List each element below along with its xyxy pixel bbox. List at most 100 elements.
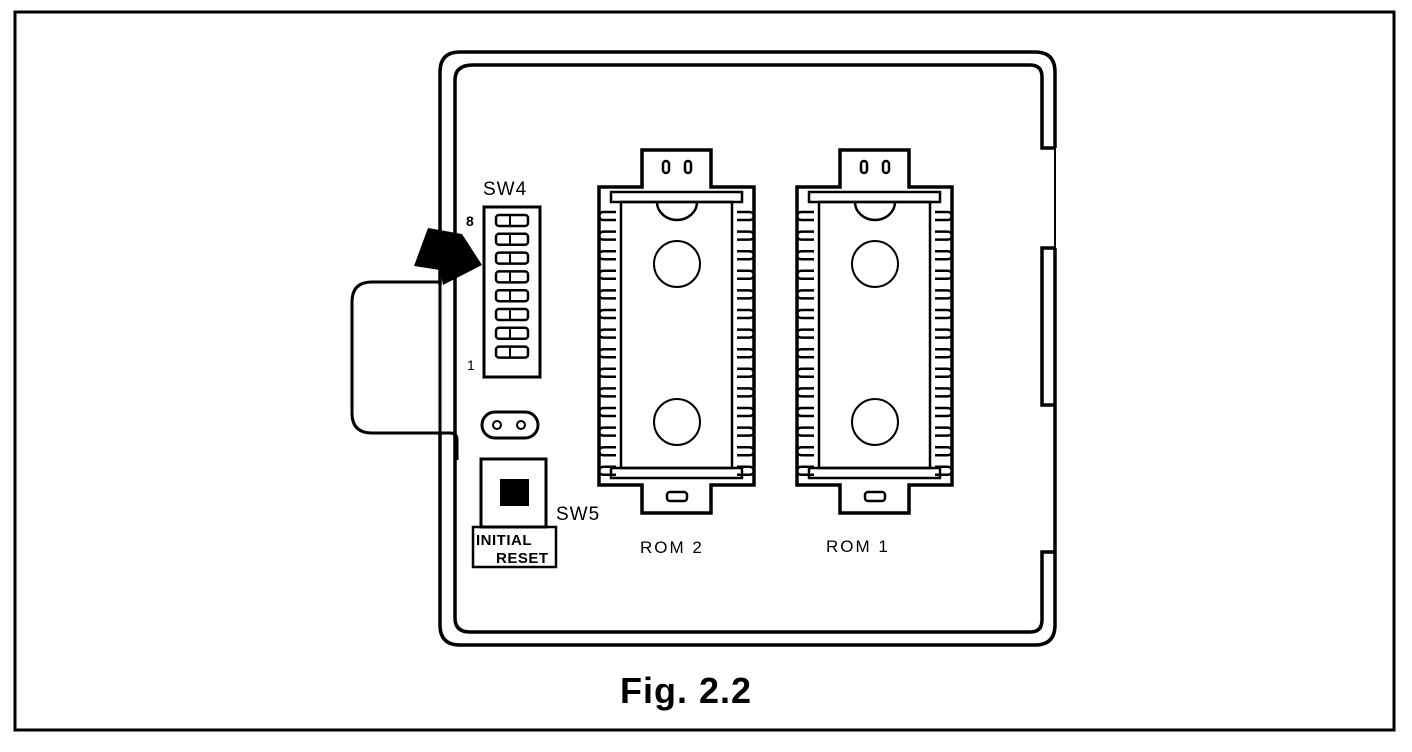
tab-slot	[863, 490, 887, 503]
rom1-label: ROM 1	[826, 537, 890, 556]
sw4-toggle-4[interactable]	[494, 288, 530, 303]
rom-pin	[795, 426, 814, 437]
figure-caption: Fig. 2.2	[620, 670, 752, 711]
sw5-label: SW5	[556, 504, 600, 525]
rom-pin	[795, 465, 814, 477]
sw4-toggle-2[interactable]	[494, 326, 530, 341]
socket-bottom-rail	[807, 466, 942, 480]
rom-pin	[737, 269, 756, 281]
rom-pin	[795, 230, 814, 241]
rom-pin	[935, 445, 954, 457]
rom-pin	[795, 249, 814, 261]
rom-pin	[737, 308, 756, 320]
rom-pin	[737, 210, 756, 222]
rom-pin	[795, 269, 814, 281]
toggle-slot	[494, 251, 530, 265]
cable-loop	[350, 280, 459, 460]
sw4-toggle-3[interactable]	[494, 307, 530, 322]
rom-pin	[935, 387, 954, 398]
toggle-slot	[494, 307, 530, 322]
rom-chip-notch	[853, 201, 897, 222]
rom-pin	[935, 269, 954, 281]
socket-top-rail	[609, 190, 744, 204]
rom-pin	[795, 445, 814, 457]
rom-pin	[597, 445, 616, 457]
tab-hole	[859, 159, 869, 175]
toggle-slot	[494, 232, 530, 247]
rom-pin	[935, 210, 954, 222]
rom-pin	[597, 406, 616, 418]
rom-pin	[597, 426, 616, 437]
initial-reset-line2: RESET	[496, 550, 549, 567]
rom-chip-notch	[655, 201, 699, 222]
board-outline-inner	[453, 63, 1055, 634]
rom2-socket	[597, 148, 756, 515]
toggle-slot	[494, 270, 530, 284]
rom-pin	[737, 230, 756, 241]
rom-pin	[935, 230, 954, 241]
jumper-connector	[480, 410, 540, 440]
rom-pin	[795, 210, 814, 222]
rom-pin	[935, 426, 954, 437]
rom-pin	[795, 367, 814, 379]
jumper-pin-1	[492, 420, 502, 430]
rom-pin	[795, 328, 814, 339]
rom-pin	[935, 367, 954, 379]
sw4-index-bottom: 1	[467, 357, 475, 373]
toggle-slot	[494, 345, 530, 359]
sw4-toggles	[494, 213, 530, 359]
sw4-toggle-1[interactable]	[494, 345, 530, 359]
rom-pin	[597, 269, 616, 281]
tab-hole	[661, 159, 671, 175]
rom-pin	[795, 406, 814, 418]
socket-frame	[597, 148, 756, 515]
rom-chip-body	[817, 200, 932, 470]
rom-pin	[935, 289, 954, 300]
rom-pin	[935, 249, 954, 261]
rom-pin	[597, 230, 616, 241]
rom-pin	[795, 387, 814, 398]
rom-pin	[795, 308, 814, 320]
rom-pin	[795, 347, 814, 359]
rom-pin	[597, 465, 616, 477]
rom-pin	[737, 426, 756, 437]
sw5-button[interactable]	[500, 479, 529, 506]
mounting-hole	[851, 240, 899, 288]
rom-pin	[597, 308, 616, 320]
rom2-label: ROM 2	[640, 538, 704, 557]
mounting-hole	[653, 398, 701, 446]
rom-pin	[597, 289, 616, 300]
rom1-socket	[795, 148, 954, 515]
sw4-toggle-6[interactable]	[494, 251, 530, 265]
rom-pin	[737, 445, 756, 457]
sw4-toggle-7[interactable]	[494, 232, 530, 247]
rom-pin	[737, 289, 756, 300]
rom-pin	[737, 249, 756, 261]
sw4-toggle-5[interactable]	[494, 270, 530, 284]
rom-pin	[597, 249, 616, 261]
sw4-toggle-8[interactable]	[494, 213, 530, 228]
rom-pin	[597, 328, 616, 339]
arrow-icon	[414, 228, 482, 285]
tab-hole	[683, 159, 693, 175]
socket-frame	[795, 148, 954, 515]
rom-pin	[737, 465, 756, 477]
rom-pin	[935, 406, 954, 418]
sw4-label: SW4	[483, 179, 527, 200]
outer-frame	[13, 10, 1396, 732]
initial-reset-caption-box	[471, 525, 558, 569]
socket-top-rail	[807, 190, 942, 204]
rom-pin	[737, 347, 756, 359]
rom-pin	[935, 308, 954, 320]
sw4-index-top: 8	[466, 213, 474, 229]
rom-pin	[795, 289, 814, 300]
tab-hole	[881, 159, 891, 175]
rom-pin	[597, 387, 616, 398]
rom-pin	[737, 406, 756, 418]
rom-pin	[597, 347, 616, 359]
rom-pin	[597, 210, 616, 222]
rom-pin	[737, 367, 756, 379]
rom-pin	[597, 367, 616, 379]
rom-pin	[737, 387, 756, 398]
